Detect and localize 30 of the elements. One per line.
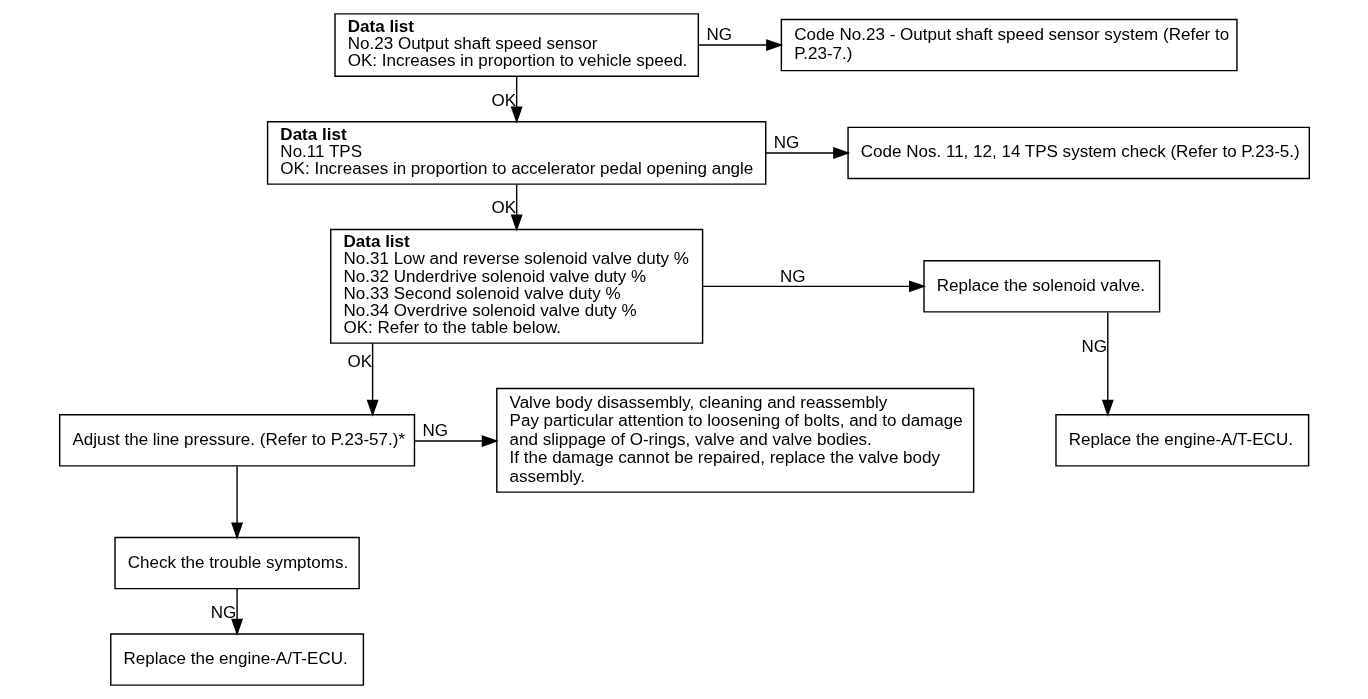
arrow xyxy=(230,588,243,636)
edge-label: OK xyxy=(491,198,516,218)
arrow xyxy=(230,465,243,540)
node-box: Data list No.11 TPS OK: Increases in proportion to accelerator pedal opening angle xyxy=(266,121,766,185)
arrow xyxy=(510,183,523,232)
node-box: Replace the engine-A/T-ECU. xyxy=(109,633,364,686)
edge-label: NG xyxy=(779,266,806,286)
arrow xyxy=(697,39,783,52)
edge-label: OK xyxy=(491,90,516,110)
node-box: Replace the engine-A/T-ECU. xyxy=(1054,414,1309,467)
arrow xyxy=(366,342,379,417)
node-box: Data list No.31 Low and reverse solenoid valve duty % No.32 Underdrive solenoid valve duty % No.33 Second solenoid valve duty % No.34 Overdrive solenoid valve duty % OK: Refer to the table below. xyxy=(329,228,703,344)
arrow xyxy=(1101,311,1114,417)
edge-label: NG xyxy=(210,602,236,622)
node-box: Replace the solenoid valve. xyxy=(922,260,1160,313)
node-box: Code Nos. 11, 12, 14 TPS system check (Refer to P.23-5.) xyxy=(846,126,1310,180)
node-box: Check the trouble symptoms. xyxy=(113,536,360,590)
node-box: Valve body disassembly, cleaning and reassembly Pay particular attention to loosening of bolts, and to damage and slippage of O-rings, valve and valve bodies. If the damage cannot be repaired, replace the valve body assembly. xyxy=(495,387,974,493)
edge-label: NG xyxy=(773,133,799,153)
edge-label: OK xyxy=(347,352,372,371)
arrow xyxy=(510,76,523,124)
arrow xyxy=(764,146,850,159)
node-box: Data list No.23 Output shaft speed sensor OK: Increases in proportion to vehicle speed. xyxy=(333,13,699,77)
arrow xyxy=(413,435,499,447)
node-box: Adjust the line pressure. (Refer to P.23-57.)* xyxy=(58,414,415,467)
arrow xyxy=(701,280,926,293)
node-box: Code No.23 - Output shaft speed sensor system (Refer to P.23-7.) xyxy=(780,18,1238,72)
edge-label: NG xyxy=(1081,336,1107,356)
edge-label: NG xyxy=(706,25,732,45)
edge-label: NG xyxy=(421,421,448,441)
